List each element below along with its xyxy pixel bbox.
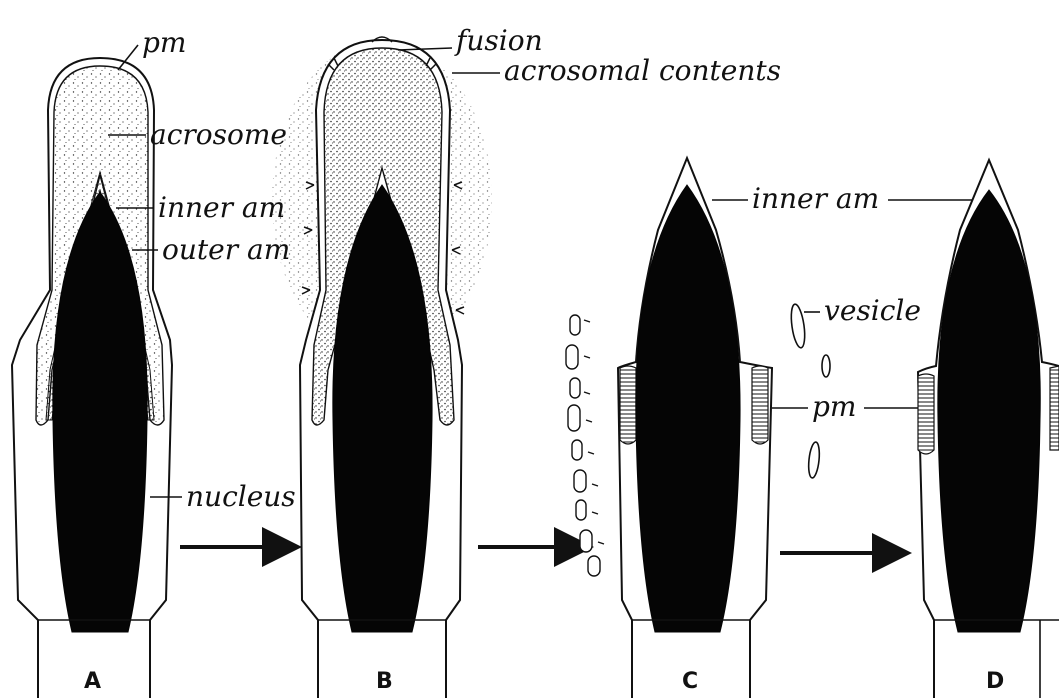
panel-d-sperm-head: [918, 160, 1059, 698]
panel-d-acrosome-remnant-left: [918, 374, 934, 454]
panel-c-acrosome-remnant-left: [620, 366, 636, 444]
panel-c-sperm-head: [618, 158, 772, 698]
panel-label-b: B: [376, 669, 393, 694]
panel-c-nucleus: [636, 185, 740, 632]
inner-am-label-a: inner am: [158, 191, 285, 224]
pm-label-c: pm: [812, 390, 856, 423]
panel-label-c: C: [682, 669, 698, 694]
panel-c-acrosome-remnant-right: [752, 366, 768, 444]
panel-d-acrosome-remnant-right: [1050, 366, 1059, 450]
panel-a-sperm-head: [12, 58, 172, 698]
panel-b-sperm-head: [272, 37, 492, 698]
fusion-label: fusion: [454, 24, 543, 57]
acrosomal-contents-label: acrosomal contents: [504, 54, 781, 87]
panel-label-d: D: [986, 669, 1004, 694]
acrosome-label: acrosome: [150, 118, 287, 151]
outer-am-label: outer am: [162, 233, 290, 266]
released-vesicle-chain: [566, 315, 604, 576]
nucleus-label: nucleus: [186, 480, 296, 513]
panel-label-a: A: [84, 669, 101, 694]
pm-label-a: pm: [142, 26, 186, 59]
inner-am-label-c: inner am: [752, 182, 879, 215]
vesicle-label: vesicle: [824, 294, 921, 327]
